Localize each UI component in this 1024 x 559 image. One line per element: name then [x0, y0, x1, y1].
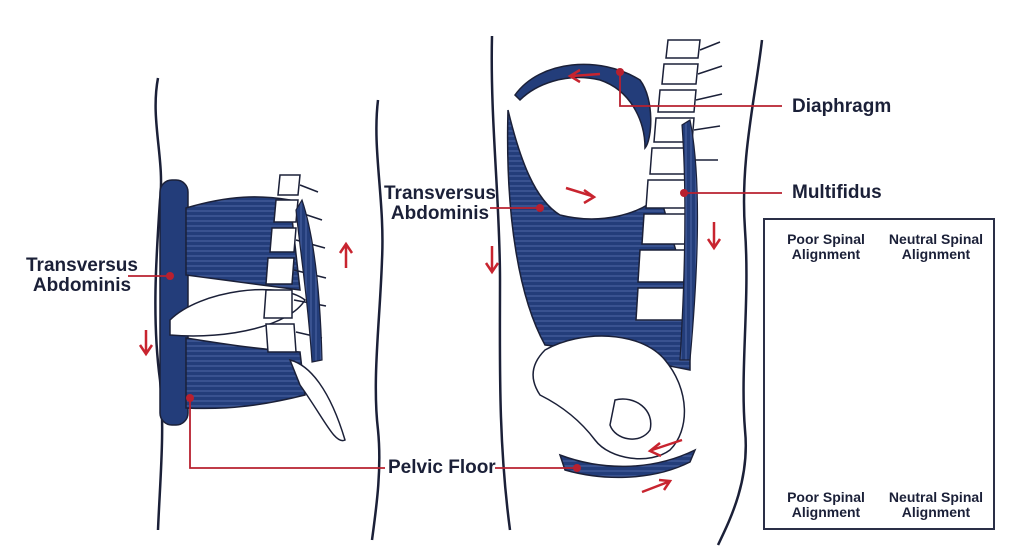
pelvic-left-arrow-icon	[647, 438, 683, 458]
left-multifidus	[295, 198, 323, 363]
right-spine	[635, 39, 723, 321]
right-transversus-label: Transversus Abdominis	[384, 183, 496, 224]
right-pelvic-floor	[558, 448, 697, 479]
left-transversus-label: Transversus Abdominis	[26, 255, 138, 296]
inset-top-right-label: Neutral Spinal Alignment	[888, 231, 984, 262]
right-multifidus	[679, 119, 699, 361]
right-side-down-arrow-icon	[484, 246, 500, 275]
right-diaphragm	[514, 63, 652, 151]
right-body-outline-back	[716, 39, 764, 546]
multifidus-label: Multifidus	[792, 182, 882, 203]
left-body-outline-back	[370, 99, 384, 541]
pelvic-right-arrow-icon	[641, 478, 673, 494]
left-up-arrow-icon	[338, 241, 354, 268]
left-front-muscle-band	[159, 179, 189, 426]
diaphragm-left-arrow-icon	[567, 68, 601, 84]
left-torso-figure	[128, 77, 385, 541]
inset-bottom-left-label: Poor Spinal Alignment	[787, 489, 865, 520]
diaphragm-label: Diaphragm	[792, 96, 892, 117]
left-transversus-lower	[185, 337, 306, 410]
left-body-outline-front	[154, 77, 164, 531]
left-spine	[263, 174, 346, 442]
transversus-right-arrow-icon	[565, 186, 597, 205]
multifidus-down-arrow-icon	[706, 222, 722, 251]
right-torso-figure	[484, 35, 782, 546]
right-body-outline-front	[490, 35, 512, 531]
inset-top-left-label: Poor Spinal Alignment	[787, 231, 865, 262]
spinal-alignment-inset	[763, 218, 995, 530]
pelvic-floor-label: Pelvic Floor	[388, 457, 496, 478]
left-down-arrow-icon	[138, 330, 154, 357]
inset-bottom-right-label: Neutral Spinal Alignment	[888, 489, 984, 520]
